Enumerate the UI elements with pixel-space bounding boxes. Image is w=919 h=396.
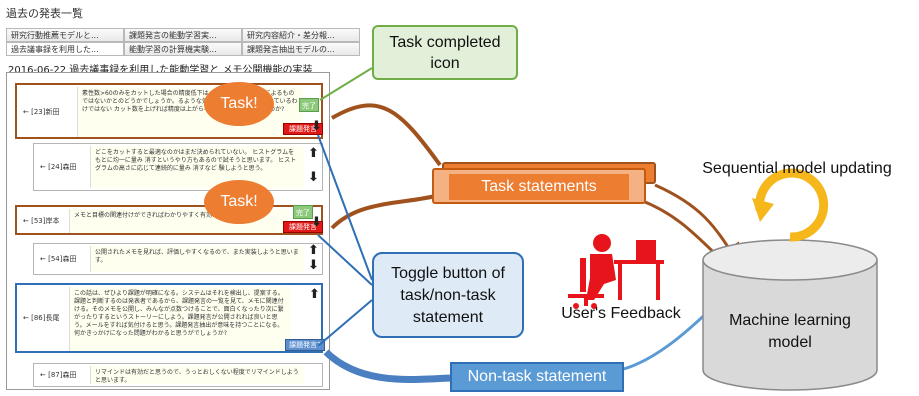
tab-4-active[interactable]: 過去議事録を利用した... [6, 42, 124, 56]
circular-arrows-head [752, 198, 774, 222]
task-toggle-button[interactable]: 課題発言 [283, 221, 323, 233]
message-24: ← [24]森田 どこをカットすると最適なのかはまだ決められていない。 ヒストグ… [33, 143, 323, 191]
speaker-label: ← [54]森田 [40, 255, 77, 263]
nontask-arrow [323, 349, 451, 383]
non-task-statement-callout: Non-task statement [450, 362, 624, 392]
circular-arrows-icon [755, 168, 829, 242]
arrow-up-icon[interactable]: ⬆ [308, 146, 319, 161]
speaker-label: ← [87]森田 [40, 371, 77, 379]
speaker-label: ← [86]長尾 [23, 314, 60, 322]
arrow-down-icon[interactable]: ⬇ [311, 119, 322, 134]
task-arrow-2 [330, 193, 441, 230]
speaker-label: ← [53]岸本 [23, 217, 60, 225]
task-bubble-2: Task! [204, 180, 274, 224]
task-completed-icon[interactable]: 完了 [293, 205, 313, 219]
nontask-toggle-button[interactable]: 課題発言? [285, 339, 325, 351]
task-completed-icon[interactable]: 完了 [299, 98, 319, 112]
message-87: ← [87]森田 リマインドは有効だと思うので、うっとおしくない程度でリマインド… [33, 363, 323, 387]
tab-1[interactable]: 研究行動推薦モデルと... [6, 28, 124, 42]
toggle-pointer-3 [317, 299, 373, 347]
task-statements-label: Task statements [449, 174, 629, 200]
meeting-title: 2016-06-22 過去議事録を利用した能動学習と メモ公開機能の実装 [8, 65, 313, 76]
toggle-pointer-1 [317, 134, 373, 281]
model-cylinder-top [702, 239, 878, 281]
user-at-desk-icon [568, 234, 664, 309]
arrow-down-icon[interactable]: ⬇ [308, 258, 319, 273]
ml-model-label: Machine learning model [729, 312, 851, 351]
tab-5[interactable]: 能動学習の計算機実験... [124, 42, 242, 56]
task-statements-callout: Task statements [432, 168, 646, 204]
message-text: 公開されたメモを見れば、評価しやすくなるので、また実装しようと思います。 [90, 246, 304, 272]
message-53: ← [53]岸本 メモと目標の関連付けができればわかりやすく有効 完了 課題発言… [15, 205, 323, 235]
tab-2[interactable]: 課題発言の能動学習実... [124, 28, 242, 42]
arrow-down-icon[interactable]: ⬇ [308, 170, 319, 185]
arrow-up-icon[interactable]: ⬆ [308, 243, 319, 258]
toggle-pointer-2 [317, 234, 373, 286]
task-arrow-1 [330, 103, 442, 167]
speaker-label: ← [24]森田 [40, 163, 77, 171]
task-completed-callout: Task completed icon [372, 25, 518, 80]
tab-3[interactable]: 研究内容紹介・差分報... [242, 28, 360, 42]
message-86: ← [86]長尾 この話は、ぜひより課題が明確になる。システムはそれを検出し、提… [15, 283, 325, 353]
tab-6[interactable]: 課題発言抽出モデルの... [242, 42, 360, 56]
model-cylinder-body [702, 260, 878, 391]
message-text: リマインドは有効だと思うので、うっとおしくない程度でリマインドしようと思います。 [90, 366, 304, 384]
task-bubble-1: Task! [204, 82, 274, 126]
sequential-updating-label: Sequential model updating [702, 160, 892, 177]
completed-pointer-line [319, 67, 373, 101]
users-feedback-label: User's Feedback [561, 305, 681, 322]
message-54: ← [54]森田 公開されたメモを見れば、評価しやすくなるので、また実装しようと… [33, 243, 323, 275]
toggle-button-callout: Toggle button of task/non-task statement [372, 252, 524, 338]
arrow-down-icon[interactable]: ⬇ [311, 215, 322, 230]
arrow-up-icon[interactable]: ⬆ [309, 287, 320, 302]
task-toggle-button[interactable]: 課題発言 [283, 123, 323, 135]
message-text: どこをカットすると最適なのかはまだ決められていない。 ヒストグラムをもとに均一に… [90, 146, 304, 188]
speaker-label: ← [23]新田 [23, 108, 60, 116]
page-title: 過去の発表一覧 [6, 7, 83, 20]
message-text: この話は、ぜひより課題が明確になる。システムはそれを検出し、提案する。課題と判断… [69, 287, 291, 351]
